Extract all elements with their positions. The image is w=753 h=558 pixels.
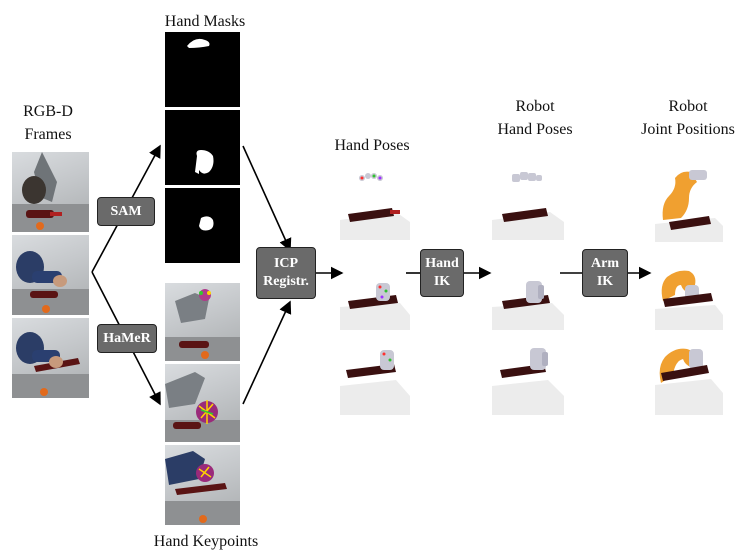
rgbd-title-line1: RGB-D [23,103,73,120]
hand-keypoints-1 [165,283,240,361]
arm-ik-line2: IK [596,274,614,289]
robot-hand-pose-render-3 [492,340,564,415]
hand-pose-render-1 [340,160,410,240]
rgbd-frame-3 [12,318,89,398]
robot-joint-line2: Joint Positions [641,121,735,138]
hamer-label: HaMeR [103,330,151,346]
robot-joint-render-1 [655,160,723,242]
rgbd-frame-1 [12,152,89,232]
icp-label-line2: Registr. [263,274,309,289]
arm-ik-line1: Arm [591,256,619,271]
hand-mask-2 [165,110,240,185]
robot-joint-line1: Robot [668,98,708,115]
icp-registration-box: ICP Registr. [256,247,316,299]
robot-joint-render-2 [655,255,723,330]
hand-keypoints-2 [165,364,240,442]
robot-hand-poses-line1: Robot [515,98,555,115]
rgbd-frames-title: RGB-D Frames [8,100,88,146]
sam-box: SAM [97,197,155,226]
robot-hand-pose-render-2 [492,255,564,330]
robot-hand-poses-line2: Hand Poses [497,121,573,138]
icp-label-line1: ICP [273,256,299,271]
hand-masks-title: Hand Masks [164,13,246,30]
robot-hand-poses-title: Robot Hand Poses [480,95,590,141]
arrow-keypoints-to-icp [242,300,292,405]
hand-poses-title: Hand Poses [334,137,410,154]
rgbd-title-line2: Frames [24,126,72,143]
hand-keypoints-title: Hand Keypoints [153,533,259,550]
hand-ik-line1: Hand [425,256,459,271]
hamer-box: HaMeR [97,324,157,353]
hand-ik-line2: IK [433,274,451,289]
robot-joint-render-3 [655,335,723,415]
robot-joint-positions-title: Robot Joint Positions [628,95,748,141]
hand-mask-3 [165,188,240,263]
hand-keypoints-3 [165,445,240,525]
robot-hand-pose-render-1 [492,160,564,240]
hand-pose-render-2 [340,255,410,330]
rgbd-frame-2 [12,235,89,315]
arrow-masks-to-icp [242,145,292,252]
hand-pose-render-3 [340,340,410,415]
sam-label: SAM [110,203,142,219]
hand-mask-1 [165,32,240,107]
hand-ik-box: Hand IK [420,249,464,297]
arm-ik-box: Arm IK [582,249,628,297]
